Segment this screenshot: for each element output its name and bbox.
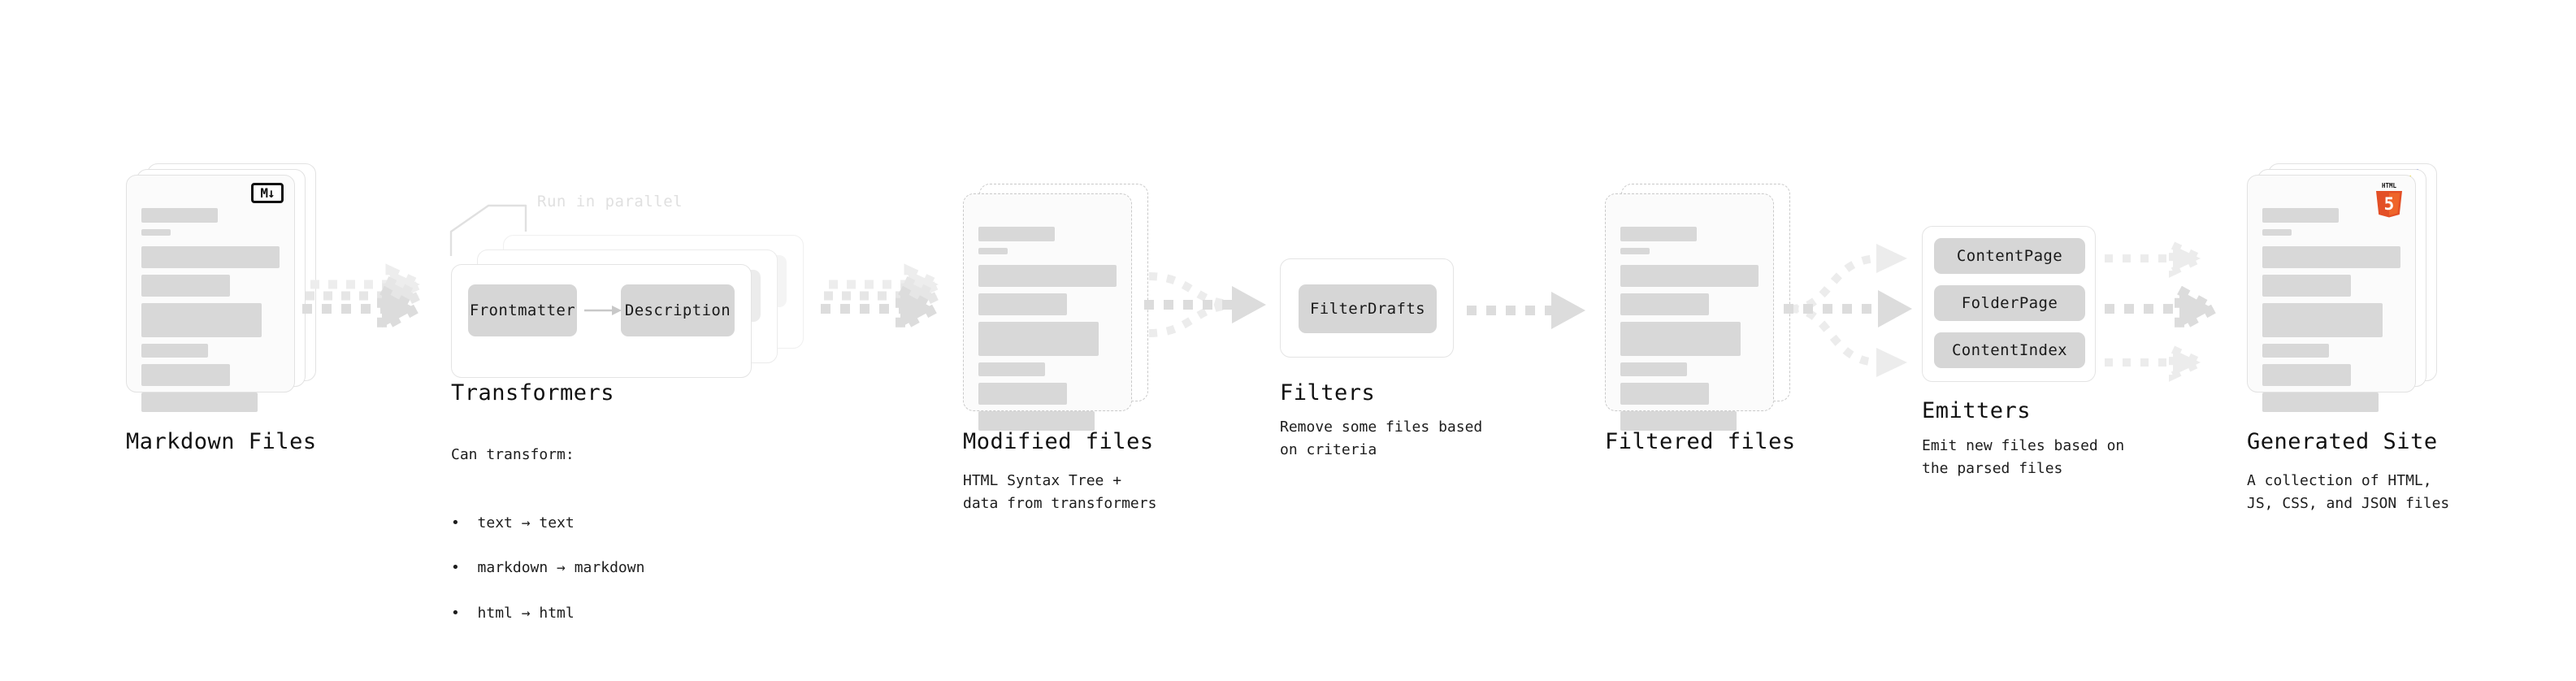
arrow-transformers-to-modified: [821, 263, 950, 336]
skeleton-subtitle: [2262, 229, 2292, 236]
skeleton-line: [1620, 265, 1759, 287]
skeleton-line: [978, 411, 1095, 431]
stage-title-modified-files: Modified files: [963, 429, 1154, 454]
stage-title-filtered-files: Filtered files: [1605, 429, 1796, 454]
skeleton-line: [2262, 303, 2383, 337]
stage-caption-modified-files: HTML Syntax Tree + data from transformer…: [963, 472, 1157, 512]
skeleton-line: [141, 393, 258, 412]
skeleton-line: [978, 362, 1045, 376]
skeleton-line: [2262, 246, 2400, 268]
stage-title-markdown-files: Markdown Files: [126, 429, 317, 454]
skeleton-subtitle: [1620, 248, 1650, 254]
skeleton-line: [978, 383, 1067, 405]
skeleton-line: [141, 275, 230, 297]
skeleton-subtitle: [978, 248, 1008, 254]
skeleton-line: [2262, 344, 2329, 358]
skeleton-line: [141, 344, 208, 358]
emitter-item-folderpage[interactable]: FolderPage: [1934, 285, 2085, 321]
stage-caption-transformers: Can transform: text → text markdown → ma…: [451, 421, 644, 670]
skeleton-line: [978, 265, 1117, 287]
html5-badge-icon: HTML 5: [2373, 180, 2405, 218]
transformer-step-frontmatter[interactable]: Frontmatter: [468, 284, 577, 336]
stage-markdown-files: M↓ M↓ M↓: [126, 163, 316, 412]
transformer-card-front: Frontmatter Description: [451, 264, 752, 378]
stage-caption-filters: Remove some files based on criteria: [1280, 419, 1483, 458]
stage-generated-site: CSS HTML 5: [2247, 163, 2437, 412]
skeleton-line: [141, 303, 262, 337]
skeleton-line: [1620, 383, 1709, 405]
markdown-card-front: M↓: [126, 175, 295, 412]
skeleton-line: [978, 322, 1099, 356]
stage-title-filters: Filters: [1280, 380, 1376, 406]
run-in-parallel-label: Run in parallel: [537, 193, 683, 210]
skeleton-line: [2262, 393, 2379, 412]
skeleton-title: [978, 227, 1055, 241]
skeleton-title: [141, 208, 218, 223]
html5-shield-icon: HTML 5: [2376, 182, 2402, 218]
document-skeleton: [1620, 227, 1759, 437]
stage-filtered-files: [1605, 184, 1792, 431]
stage-title-generated-site: Generated Site: [2247, 429, 2438, 454]
document-skeleton: [978, 227, 1117, 437]
modified-card-front: [963, 193, 1132, 431]
transform-caption-lead: Can transform:: [451, 445, 575, 463]
svg-text:HTML: HTML: [2382, 182, 2397, 189]
skeleton-line: [141, 246, 280, 268]
document-skeleton: [141, 208, 280, 419]
stage-title-transformers: Transformers: [451, 380, 615, 406]
emitters-card: ContentPage FolderPage ContentIndex: [1922, 226, 2096, 382]
transform-bullet: text → text: [451, 512, 644, 535]
arrow-filters-to-filtered: [1467, 292, 1585, 329]
stage-caption-emitters: Emit new files based on the parsed files: [1922, 437, 2125, 477]
arrow-filtered-to-emitters: [1784, 244, 1912, 377]
skeleton-title: [2262, 208, 2339, 223]
transformer-step-description[interactable]: Description: [621, 284, 735, 336]
skeleton-line: [2262, 275, 2351, 297]
filtered-card-front: [1605, 193, 1774, 431]
skeleton-line: [978, 293, 1067, 315]
markdown-badge-icon: M↓: [251, 183, 284, 203]
generated-card-front: HTML 5: [2247, 175, 2416, 412]
filter-item-filterdrafts[interactable]: FilterDrafts: [1299, 284, 1437, 333]
emitter-item-contentpage[interactable]: ContentPage: [1934, 238, 2085, 274]
transformer-inner-arrow: [584, 306, 622, 315]
transform-bullet: markdown → markdown: [451, 557, 645, 579]
document-skeleton: [2262, 208, 2400, 419]
filters-card: FilterDrafts: [1280, 258, 1454, 358]
arrow-modified-to-filters: [1144, 272, 1266, 337]
stage-modified-files: [963, 184, 1150, 431]
skeleton-line: [1620, 322, 1741, 356]
transform-bullet: html → html: [451, 602, 644, 625]
stage-title-emitters: Emitters: [1922, 398, 2032, 423]
skeleton-title: [1620, 227, 1697, 241]
skeleton-line: [141, 364, 230, 386]
transform-bullet-list: text → text markdown → markdown html → h…: [451, 489, 645, 648]
arrow-markdown-to-transformers: [302, 263, 432, 336]
emitter-item-contentindex[interactable]: ContentIndex: [1934, 332, 2085, 368]
svg-text:5: 5: [2384, 194, 2395, 214]
skeleton-line: [1620, 411, 1737, 431]
skeleton-line: [2262, 364, 2351, 386]
skeleton-line: [1620, 362, 1687, 376]
skeleton-subtitle: [141, 229, 171, 236]
skeleton-line: [1620, 293, 1709, 315]
stage-caption-generated-site: A collection of HTML, JS, CSS, and JSON …: [2247, 472, 2450, 512]
arrow-emitters-to-generated: [2105, 239, 2224, 382]
